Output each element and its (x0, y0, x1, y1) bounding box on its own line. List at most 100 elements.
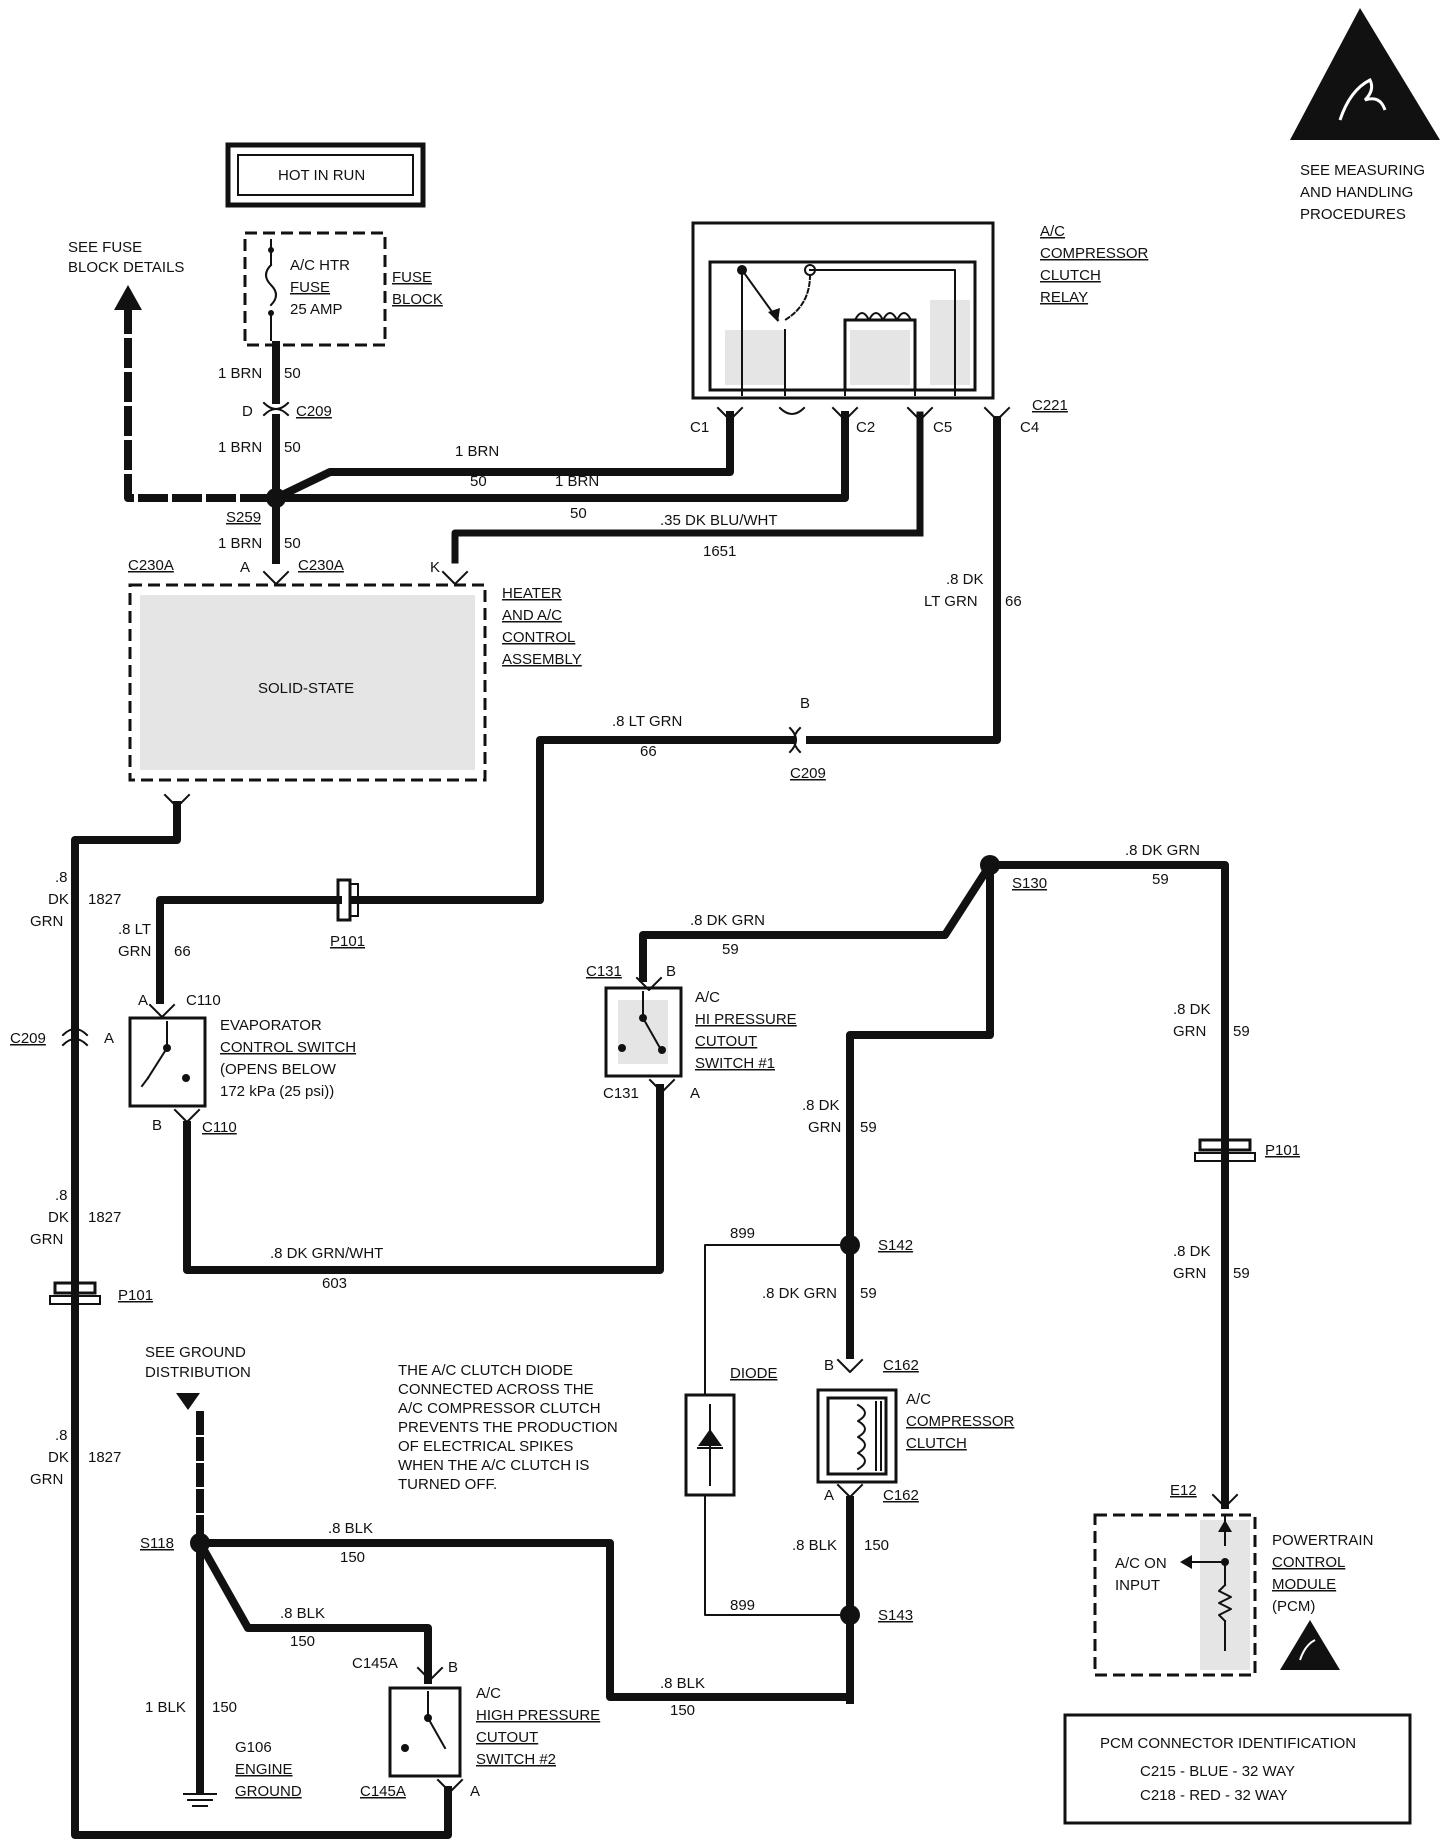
see-ground-2: DISTRIBUTION (145, 1364, 251, 1381)
ckt-1827-c: 1827 (88, 1449, 121, 1466)
wire-899-top (704, 1244, 851, 1396)
ckt-150-c: 150 (340, 1549, 365, 1566)
ckt-50-a: 50 (284, 365, 301, 382)
p101-label-c: P101 (1265, 1142, 1300, 1159)
grn-c: GRN (30, 1471, 63, 1488)
evap-conn-bottom: C110 (202, 1119, 237, 1136)
evap-switch-arm (146, 1046, 169, 1080)
ckt-150-a: 150 (864, 1537, 889, 1554)
pcm-conn-title: PCM CONNECTOR IDENTIFICATION (1100, 1735, 1356, 1752)
diode-note-7: TURNED OFF. (398, 1476, 497, 1493)
blk-1-label: 1 BLK (145, 1699, 186, 1716)
ground-label2: ENGINE (235, 1761, 293, 1778)
hi2-label3: CUTOUT (476, 1729, 538, 1746)
grn-a: GRN (30, 913, 63, 930)
ckt-59-e: 59 (860, 1119, 877, 1136)
brn-label-e: 1 BRN (555, 473, 599, 490)
diode-note-5: OF ELECTRICAL SPIKES (398, 1438, 573, 1455)
pcm-label3: MODULE (1272, 1576, 1336, 1593)
hi2-label1: A/C (476, 1685, 501, 1702)
ckt-59-f: 59 (860, 1285, 877, 1302)
relay-pin-c5: C5 (933, 419, 952, 436)
dk-grn-label-a: .8 DK GRN (690, 912, 765, 929)
evap-pin-a: A (138, 992, 148, 1009)
see-fuse-line2: BLOCK DETAILS (68, 259, 184, 276)
dk-lt-grn-b: LT GRN (924, 593, 978, 610)
heater-label1: HEATER (502, 585, 562, 602)
clutch-label2: COMPRESSOR (906, 1413, 1015, 1430)
dk-grn-label-c: .8 DK GRN (762, 1285, 837, 1302)
wire-brn-to-c1 (270, 411, 734, 504)
fuse-line3: 25 AMP (290, 301, 343, 318)
dk-b-r2: GRN (1173, 1265, 1206, 1282)
relay-pin-c2: C2 (856, 419, 875, 436)
c209-conn-c: C209 (10, 1030, 46, 1047)
evap-label3: (OPENS BELOW (220, 1061, 337, 1078)
dk-b-m1: GRN (808, 1119, 841, 1136)
ckt-1827-b: 1827 (88, 1209, 121, 1226)
hi-pressure-1-arm (641, 1016, 662, 1050)
brn-label-b: 1 BRN (218, 439, 262, 456)
ckt-50-b: 50 (284, 439, 301, 456)
hi2-conn-bottom: C145A (360, 1783, 406, 1800)
wire-dk-blu-wht (451, 411, 924, 564)
hi2-conn-top: C145A (352, 1655, 398, 1672)
c230a-right: C230A (298, 557, 344, 574)
hi-pressure-1-box (604, 986, 683, 1078)
ckt-59-a: 59 (722, 941, 739, 958)
ckt-66-b: 66 (640, 743, 657, 760)
p101-label-b: P101 (118, 1287, 153, 1304)
dk-c: DK (48, 1449, 69, 1466)
ckt-1651: 1651 (703, 543, 736, 560)
hi-pressure-2-arm (426, 1716, 447, 1750)
diode-note-4: PREVENTS THE PRODUCTION (398, 1419, 618, 1436)
ckt-603: 603 (322, 1275, 347, 1292)
fuse-line1: A/C HTR (290, 257, 350, 274)
dk-b-r1: GRN (1173, 1023, 1206, 1040)
evap-label4: 172 kPa (25 psi)) (220, 1083, 334, 1100)
clutch-pin-b: B (824, 1357, 834, 1374)
hot-in-run-label: HOT IN RUN (278, 167, 365, 184)
dk-a: DK (48, 891, 69, 908)
relay-coil-icon (843, 318, 917, 392)
s259-label: S259 (226, 509, 261, 526)
ckt-899-a: 899 (730, 1225, 755, 1242)
s143-label: S143 (878, 1607, 913, 1624)
pcm-label1: POWERTRAIN (1272, 1532, 1373, 1549)
c209-pin-d: D (242, 403, 253, 420)
hi1-pin-b: B (666, 963, 676, 980)
clutch-conn-bottom: C162 (883, 1487, 919, 1504)
fuse-block-label1: FUSE (392, 269, 432, 286)
brn-label-d: 1 BRN (455, 443, 499, 460)
dk-b: DK (48, 1209, 69, 1226)
hi2-label2: HIGH PRESSURE (476, 1707, 600, 1724)
evap-switch-box (128, 1016, 207, 1108)
brn-label-c: 1 BRN (218, 535, 262, 552)
pcm-conn-e12: E12 (1170, 1482, 1197, 1499)
ckt-1827-a: 1827 (88, 891, 121, 908)
fuse-block-label2: BLOCK (392, 291, 443, 308)
hi1-label3: CUTOUT (695, 1033, 757, 1050)
hi2-pin-b: B (448, 1659, 458, 1676)
blk-label-c: .8 BLK (328, 1520, 373, 1537)
esd-warning-small-icon (1280, 1620, 1340, 1670)
lt-grn-a: .8 LT (118, 921, 151, 938)
arrow-down-icon (176, 1393, 200, 1410)
diode-note-3: A/C COMPRESSOR CLUTCH (398, 1400, 601, 1417)
dk-lt-grn-a: .8 DK (946, 571, 984, 588)
arrow-up-icon (114, 285, 142, 310)
fuse-icon (265, 263, 277, 307)
heater-pin-a: A (240, 559, 250, 576)
relay-box (691, 221, 995, 400)
dk-a-m1: .8 DK (802, 1097, 840, 1114)
ckt-150-d: 150 (212, 1699, 237, 1716)
hi1-label1: A/C (695, 989, 720, 1006)
v8-c: .8 (55, 1427, 68, 1444)
heater-control-box (128, 583, 487, 782)
clutch-coil-icon (856, 1403, 866, 1471)
p101-connector-b (53, 1281, 97, 1295)
clutch-label3: CLUTCH (906, 1435, 967, 1452)
evap-label1: EVAPORATOR (220, 1017, 322, 1034)
diode-note-1: THE A/C CLUTCH DIODE (398, 1362, 573, 1379)
hot-in-run-box (225, 142, 426, 208)
